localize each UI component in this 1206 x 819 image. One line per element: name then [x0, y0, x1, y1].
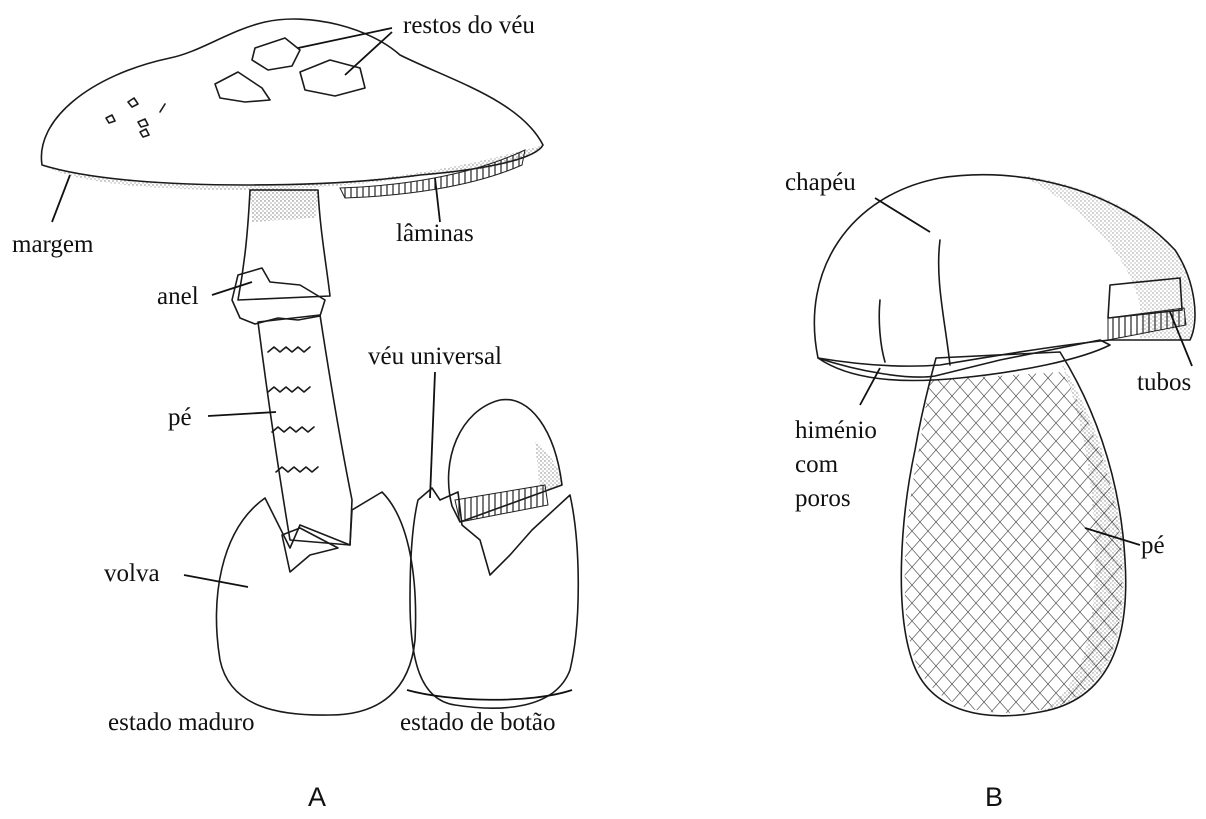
label-estado-de-botao: estado de botão: [400, 709, 556, 736]
label-laminas: lâminas: [396, 220, 474, 247]
leader-volva: [184, 575, 248, 587]
cap-b-ridge: [879, 240, 950, 365]
button-gills: [455, 485, 548, 522]
button-stage-illustration: [410, 400, 578, 709]
panel-b-illustration: [814, 175, 1195, 716]
panel-letter-b: B: [985, 782, 1003, 812]
panel-letter-a: A: [308, 782, 326, 812]
label-restos-do-veu: restos do véu: [403, 12, 535, 39]
stem-upper-shade: [250, 190, 318, 222]
leader-himenio: [860, 368, 880, 405]
label-himenio-line3: poros: [795, 485, 851, 512]
leader-veu: [430, 372, 435, 498]
volva-a: [216, 492, 415, 715]
label-veu-universal: véu universal: [368, 343, 502, 370]
leader-botao-bracket: [407, 690, 572, 700]
button-volva: [410, 488, 578, 708]
veil-remnant-dots: [106, 98, 165, 137]
label-estado-maduro: estado maduro: [108, 709, 254, 736]
leader-anel: [212, 282, 252, 295]
leader-margem: [52, 175, 70, 222]
label-pe-a: pé: [168, 404, 192, 431]
label-himenio-line2: com: [795, 451, 839, 478]
veil-remnant-3: [215, 72, 270, 102]
label-anel: anel: [157, 283, 199, 310]
label-tubos: tubos: [1137, 369, 1191, 396]
leader-pe-a: [208, 412, 276, 416]
label-margem: margem: [12, 231, 94, 258]
veil-remnant-1: [252, 38, 300, 70]
label-pe-b: pé: [1141, 532, 1165, 559]
volva-inner: [282, 528, 338, 572]
leader-chapeu: [875, 198, 930, 232]
label-himenio-line1: himénio: [795, 417, 877, 444]
label-chapeu: chapéu: [785, 169, 856, 196]
label-volva: volva: [104, 560, 160, 587]
leader-restos-2: [345, 32, 392, 75]
